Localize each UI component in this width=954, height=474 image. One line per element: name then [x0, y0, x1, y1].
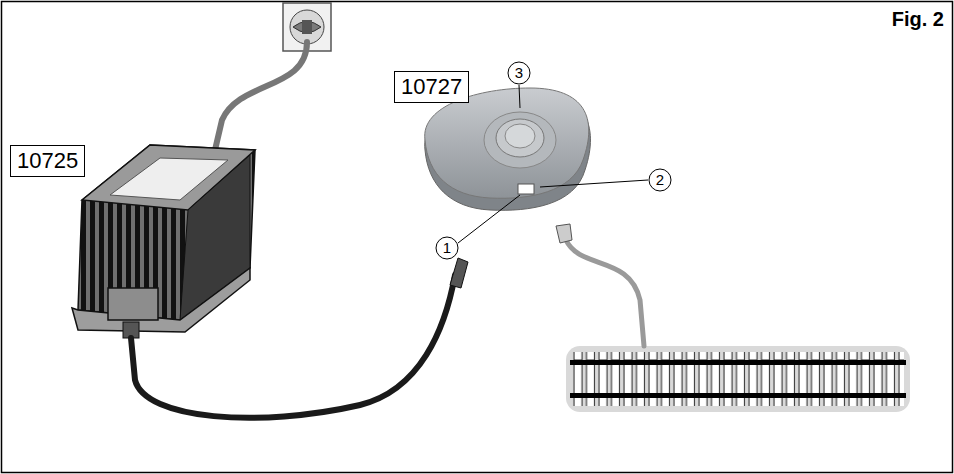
- power-cable: [131, 275, 455, 418]
- callout-circle: [508, 62, 530, 84]
- callout-circle: [436, 237, 458, 259]
- track: [566, 346, 910, 412]
- part-number: 10725: [17, 148, 78, 174]
- mains-cable: [215, 42, 307, 150]
- callout-number: 3: [515, 65, 523, 81]
- part-number: 10727: [401, 74, 462, 100]
- leader-line: [540, 180, 648, 187]
- track-cable: [566, 240, 644, 346]
- part-number-box: 10727: [394, 71, 469, 103]
- callout-number: 2: [656, 172, 664, 188]
- controller: [425, 88, 591, 210]
- leader-line: [519, 85, 520, 108]
- transformer: [72, 145, 255, 338]
- power-plug: [450, 258, 468, 288]
- callout-number: 1: [443, 240, 451, 256]
- track-plug: [556, 224, 572, 243]
- leader-line: [458, 195, 520, 243]
- part-number-box: 10725: [10, 145, 85, 177]
- figure-title: Fig. 2: [892, 8, 944, 31]
- callout-circle: [649, 169, 671, 191]
